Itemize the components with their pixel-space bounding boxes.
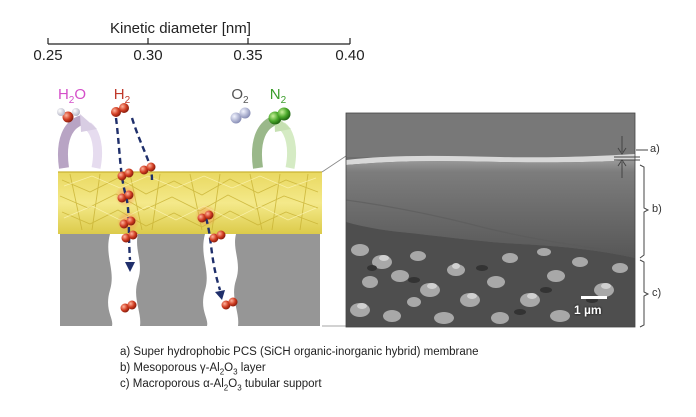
axis-title: Kinetic diameter [nm] [110,20,251,37]
molecule-h2-in-layer [117,162,226,243]
tick-label: 0.30 [133,47,163,64]
scale-bar [581,296,607,299]
gas-label-n2: N2 [269,86,287,106]
reflect-arrow-h2o [58,114,103,169]
scale-bar-label: 1 µm [574,303,602,317]
caption-b: b) Mesoporous γ-Al2O3 layer [120,362,266,377]
tick-label: 0.40 [335,47,365,64]
kinetic-diameter-axis [47,38,351,45]
tick-label: 0.35 [233,47,263,64]
h2-path-arrowheads [125,262,225,300]
sem-micrograph [346,113,635,327]
molecule-h2 [111,103,129,117]
tick-label: 0.25 [33,47,63,64]
layer-label-a: a) [650,143,660,155]
h2-permeation-paths [114,117,222,291]
macroporous-support [60,234,320,326]
gas-label-h2o: H2O [57,86,87,106]
gas-label-o2: O2 [231,86,249,106]
layer-c-bracket [639,259,650,328]
mesoporous-layer [58,171,322,234]
molecule-o2 [230,107,251,124]
layer-b-bracket [639,164,650,259]
zoom-guide-lines [321,155,347,327]
caption-c: c) Macroporous α-Al2O3 tubular support [120,378,322,393]
caption-a: a) Super hydrophobic PCS (SiCH organic-i… [120,346,479,358]
layer-a-marker [614,136,648,178]
molecule-h2o [57,108,80,123]
layer-label-c: c) [652,287,662,299]
molecule-h2-permeated [120,297,238,313]
molecule-n2 [268,107,291,125]
gas-label-h2: H2 [113,86,131,106]
layer-label-b: b) [652,203,662,215]
